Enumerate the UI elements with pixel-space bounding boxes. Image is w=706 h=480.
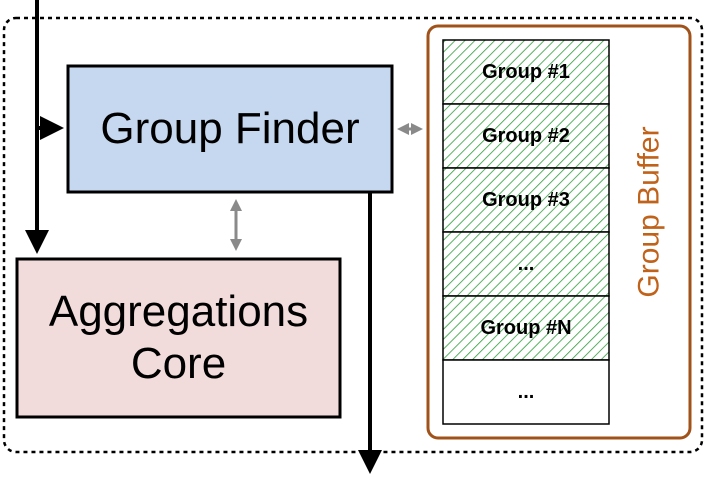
group-buffer-label-wrap: Group Buffer — [624, 72, 676, 352]
outer-boundary — [2, 16, 704, 454]
group-finder-box — [66, 64, 394, 194]
group-slot-3 — [442, 167, 610, 233]
group-slot-ellipsis — [442, 231, 610, 297]
group-buffer-label: Group Buffer — [633, 126, 666, 298]
group-slot-1 — [442, 39, 610, 105]
group-slot-2 — [442, 103, 610, 169]
aggregations-core-box — [15, 257, 342, 419]
group-slot-n — [442, 295, 610, 361]
group-buffer-slots — [442, 39, 610, 425]
group-slot-empty — [442, 359, 610, 425]
